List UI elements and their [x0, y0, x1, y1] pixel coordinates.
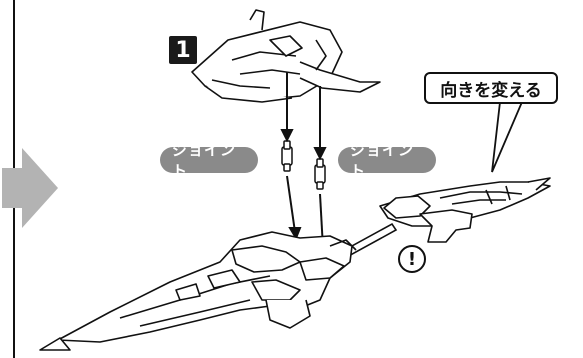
exclamation-circle-icon: !: [398, 245, 426, 273]
joint-label-left: ジョイント: [160, 141, 258, 180]
upper-part-illustration: [191, 9, 381, 103]
joint-piece-left: [281, 140, 293, 172]
right-arrow-icon: [2, 148, 58, 228]
joint-label-right: ジョイント: [338, 141, 436, 180]
tip-unit-illustration: [379, 177, 551, 243]
joint-piece-right: [314, 158, 326, 190]
direction-callout: 向きを変える: [424, 72, 558, 104]
main-body-illustration: [39, 231, 357, 351]
step-number-badge: 1: [169, 36, 197, 64]
callout-pointer: [491, 101, 524, 173]
